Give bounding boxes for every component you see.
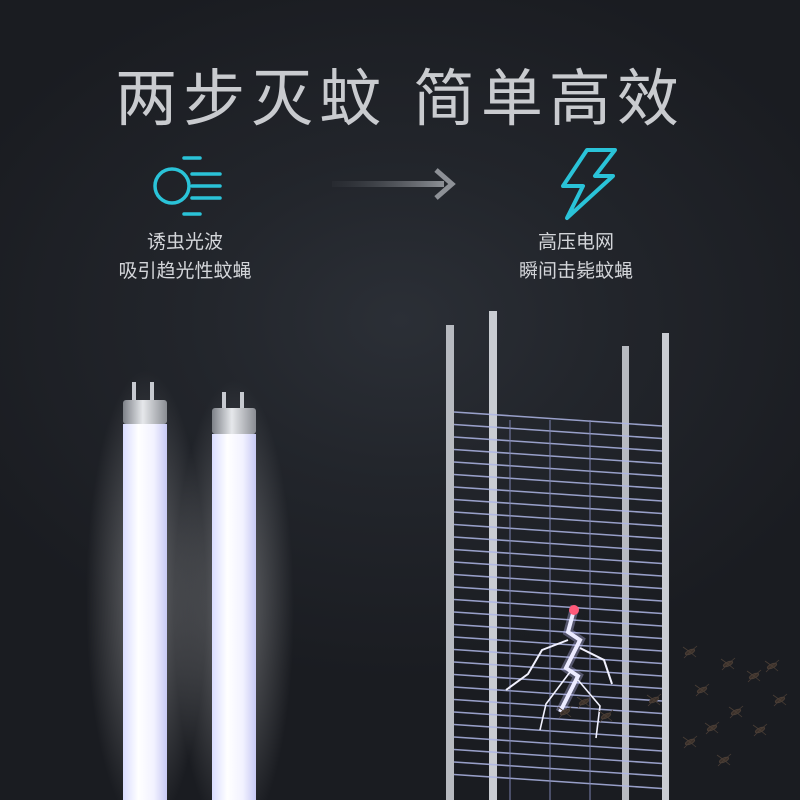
step-zap: 高压电网 瞬间击毙蚊蝇 [466, 228, 686, 286]
headline: 两步灭蚊 简单高效 [115, 62, 685, 135]
uv-tube-right [174, 380, 294, 800]
grid-wire [453, 711, 663, 727]
grid-wire [453, 586, 663, 602]
mosquito-swarm [557, 645, 788, 767]
grid-wire [453, 448, 663, 465]
mosquito [720, 657, 736, 671]
grid-wire [453, 773, 663, 790]
grid-wire [453, 761, 663, 777]
uv-tube-left [86, 370, 206, 800]
grid-wire [453, 498, 663, 515]
grid-wire [453, 698, 663, 715]
grid-wire [453, 661, 663, 677]
lightning-bolt-icon [561, 148, 617, 220]
grid-wire [453, 486, 663, 502]
grid-wire [453, 423, 663, 440]
grid-wire [453, 573, 663, 590]
step-zap-title: 高压电网 [537, 231, 614, 253]
mosquito [728, 705, 744, 719]
step-zap-desc: 瞬间击毙蚊蝇 [518, 260, 633, 282]
mosquito [557, 705, 573, 719]
grid-wire [453, 748, 663, 765]
mosquito [704, 721, 720, 735]
grid-wire [453, 623, 663, 640]
grid-wire [453, 611, 663, 627]
mosquito [646, 693, 662, 707]
electric-grid [446, 311, 669, 800]
mosquito [694, 683, 710, 697]
mosquito [576, 695, 592, 709]
grid-wire [453, 473, 663, 490]
grid-wire [453, 598, 663, 615]
mosquito [598, 709, 614, 723]
grid-wire [453, 461, 663, 477]
grid-wire [453, 548, 663, 565]
grid-wire [453, 673, 663, 690]
grid-wire [453, 561, 663, 577]
grid-wire [453, 648, 663, 665]
mosquito [716, 753, 732, 767]
grid-wire [453, 686, 663, 702]
grid-wire [453, 436, 663, 452]
grid-wire [453, 523, 663, 540]
mosquito [682, 735, 698, 749]
step-lure-title: 诱虫光波 [146, 231, 223, 253]
step-lure: 诱虫光波 吸引趋光性蚊蝇 [75, 228, 295, 286]
mosquito [682, 645, 698, 659]
grid-wire [453, 536, 663, 552]
mosquito [772, 693, 788, 707]
grid-wire [453, 723, 663, 740]
mosquito [752, 723, 768, 737]
grid-wire [453, 511, 663, 527]
mosquito [746, 669, 762, 683]
light-wave-icon [153, 156, 222, 216]
mosquito [764, 659, 780, 673]
step-lure-desc: 吸引趋光性蚊蝇 [118, 260, 252, 282]
grid-wire [453, 411, 663, 427]
grid-wire [453, 736, 663, 752]
arrow-right-icon [332, 168, 456, 200]
